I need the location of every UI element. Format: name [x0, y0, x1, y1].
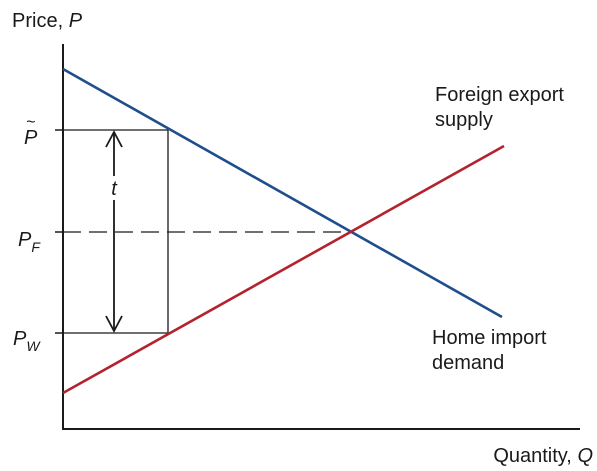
- supply-curve: [62, 144, 505, 395]
- y-axis-title: Price, P: [12, 10, 83, 32]
- demand-curve: [62, 67, 503, 319]
- label-p-foreign: PF: [18, 229, 41, 255]
- tariff-label: t: [111, 178, 118, 200]
- tariff-arrowhead-bottom: [105, 315, 123, 333]
- label-p-world: PW: [13, 328, 41, 354]
- tariff-label-bg: [106, 176, 122, 200]
- label-p-tilde: P: [24, 127, 38, 149]
- x-axis-title: Quantity, Q: [493, 445, 593, 467]
- tariff-arrowhead-top: [105, 130, 123, 148]
- label-p-tilde-accent: ~: [26, 114, 35, 131]
